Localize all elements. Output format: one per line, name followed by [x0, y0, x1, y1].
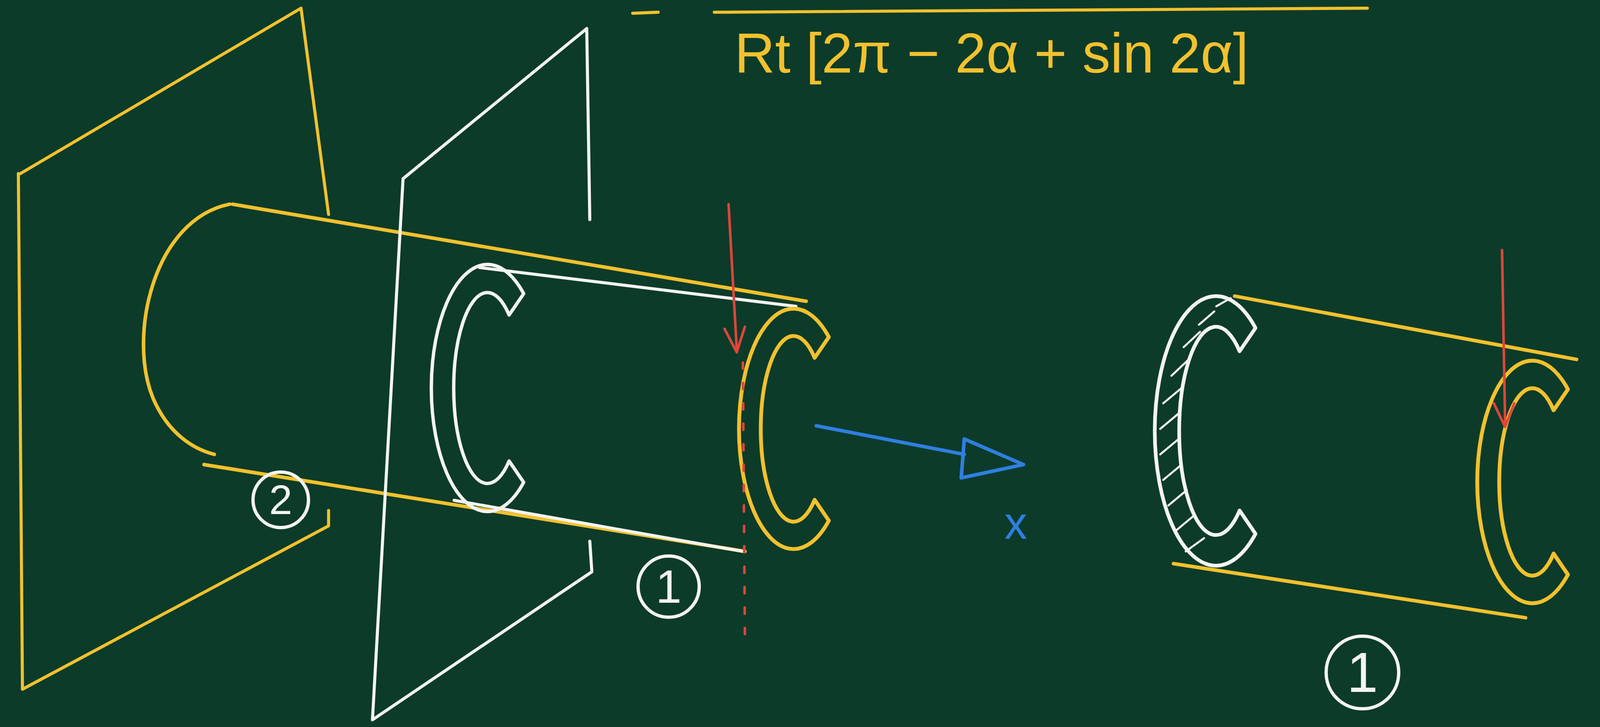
plane-2	[18, 8, 329, 690]
segment-body	[1173, 295, 1577, 618]
c-section	[1477, 360, 1568, 604]
formula: Rt [2π − 2α + sin 2α]	[734, 22, 1249, 85]
plane-1	[372, 28, 592, 720]
callout-number: 1	[1346, 644, 1379, 701]
arrow-head	[961, 439, 1024, 479]
arrow-head	[724, 326, 745, 353]
fraction-bar	[632, 8, 1368, 14]
arrow-head	[1493, 403, 1515, 427]
section-line	[743, 362, 745, 638]
c-section	[738, 308, 829, 550]
c-section	[431, 264, 525, 512]
callout-number: 1	[655, 563, 682, 610]
callout-circle: 1	[1324, 634, 1400, 710]
callout-circle: 2	[251, 470, 311, 530]
callout-circle: 1	[636, 554, 701, 619]
cylinder-body	[143, 204, 807, 552]
callout-number: 2	[269, 478, 293, 521]
axis-label: x	[1004, 497, 1028, 549]
c-section-hatched	[1154, 295, 1256, 566]
hatching	[1160, 298, 1231, 552]
load-arrow	[1501, 250, 1505, 424]
axis-arrow	[816, 425, 965, 455]
load-arrow	[728, 204, 737, 350]
